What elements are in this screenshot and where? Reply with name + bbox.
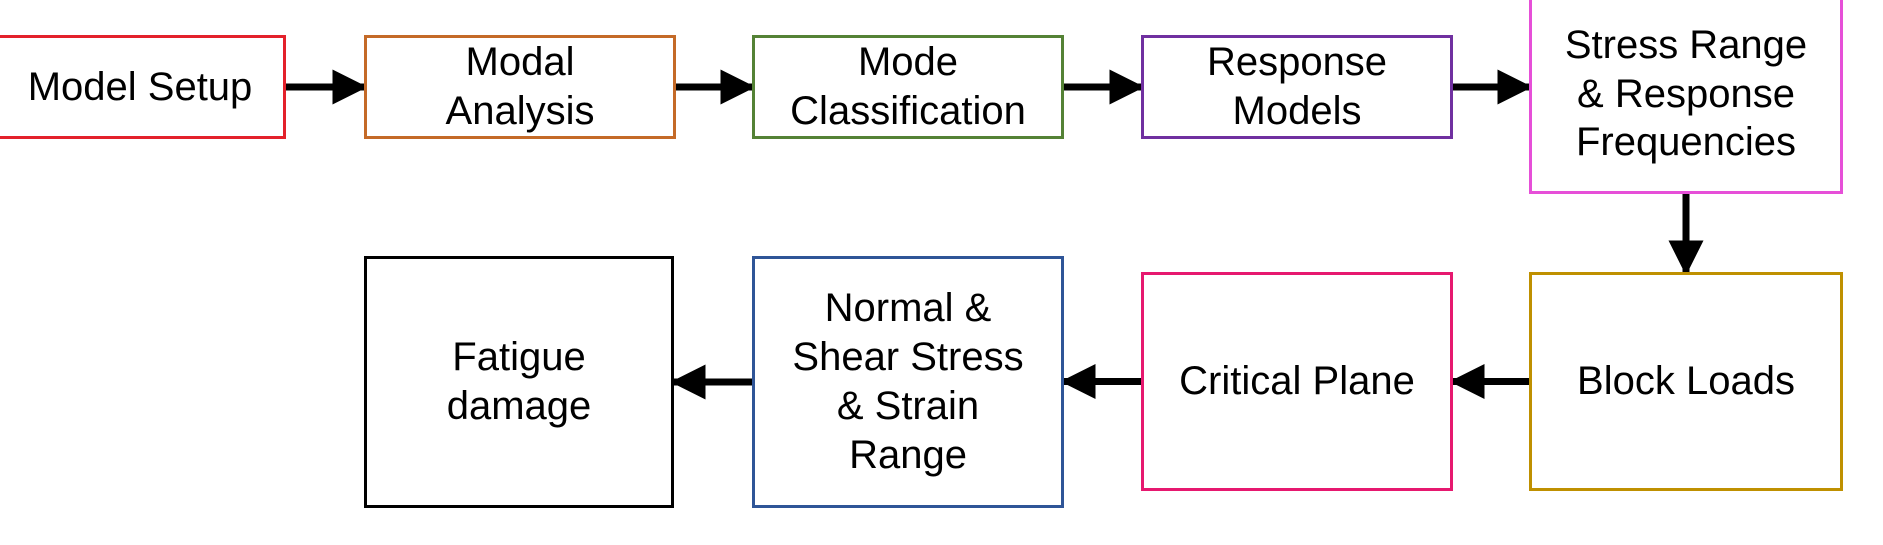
- node-mode-classification-label: Mode Classification: [790, 40, 1026, 133]
- node-block-loads: Block Loads: [1529, 272, 1843, 491]
- node-critical-plane-label: Critical Plane: [1179, 359, 1415, 404]
- node-normal-shear-stress: Normal & Shear Stress & Strain Range: [752, 256, 1064, 508]
- node-response-models: Response Models: [1141, 35, 1453, 139]
- node-modal-analysis-label: Modal Analysis: [445, 40, 595, 133]
- node-normal-shear-stress-label: Normal & Shear Stress & Strain Range: [792, 286, 1024, 477]
- node-fatigue-damage: Fatigue damage: [364, 256, 674, 508]
- node-modal-analysis: Modal Analysis: [364, 35, 676, 139]
- node-stress-range-label: Stress Range & Response Frequencies: [1564, 22, 1808, 165]
- node-fatigue-damage-label: Fatigue damage: [446, 335, 592, 428]
- node-block-loads-label: Block Loads: [1577, 359, 1795, 404]
- node-model-setup-label: Model Setup: [27, 64, 253, 109]
- node-stress-range: Stress Range & Response Frequencies: [1529, 0, 1843, 194]
- node-critical-plane: Critical Plane: [1141, 272, 1453, 491]
- node-mode-classification: Mode Classification: [752, 35, 1064, 139]
- node-model-setup: Model Setup: [0, 35, 286, 139]
- node-response-models-label: Response Models: [1206, 40, 1388, 133]
